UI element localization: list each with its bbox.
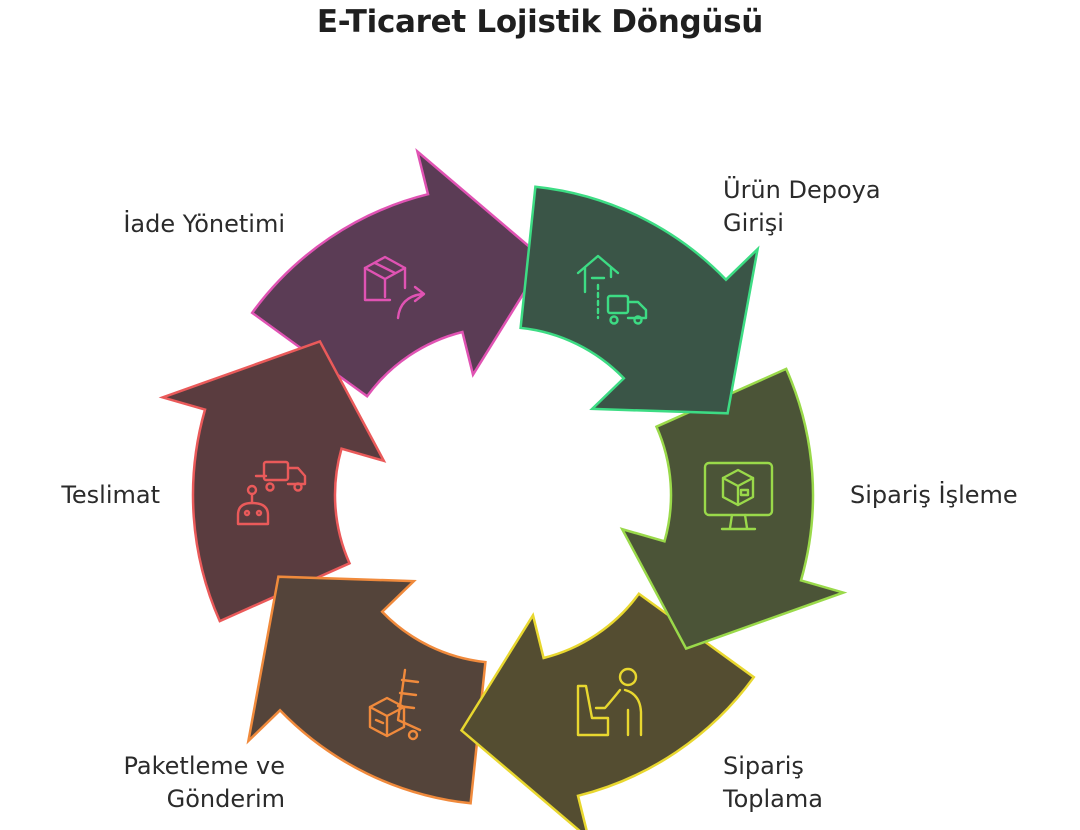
segment-iade-yonetimi xyxy=(250,148,547,399)
segment-siparis-isleme xyxy=(619,367,848,651)
step-label-urun-depoya-girisi: Ürün Depoya Girişi xyxy=(723,176,881,237)
warehouse-truck-icon xyxy=(576,254,648,325)
box-return-icon xyxy=(363,255,426,320)
step-label-teslimat: Teslimat xyxy=(61,481,160,509)
segment-teslimat xyxy=(158,339,387,623)
robot-truck-icon xyxy=(236,460,307,526)
step-label-iade-yonetimi: İade Yönetimi xyxy=(123,210,285,238)
worker-picking-icon xyxy=(576,667,643,737)
hand-truck-box-icon xyxy=(368,668,422,741)
diagram-title: E-Ticaret Lojistik Döngüsü xyxy=(316,4,764,40)
segment-paketleme-ve-gonderim xyxy=(246,575,487,805)
step-label-paketleme-ve-gonderim: Paketleme ve Gönderim xyxy=(123,752,286,813)
segment-siparis-toplama xyxy=(459,591,756,830)
monitor-box-icon xyxy=(703,461,774,531)
step-label-siparis-isleme: Sipariş İşleme xyxy=(850,481,1018,509)
step-label-siparis-toplama: Sipariş Toplama xyxy=(723,752,823,813)
segment-urun-depoya-girisi xyxy=(519,185,760,415)
